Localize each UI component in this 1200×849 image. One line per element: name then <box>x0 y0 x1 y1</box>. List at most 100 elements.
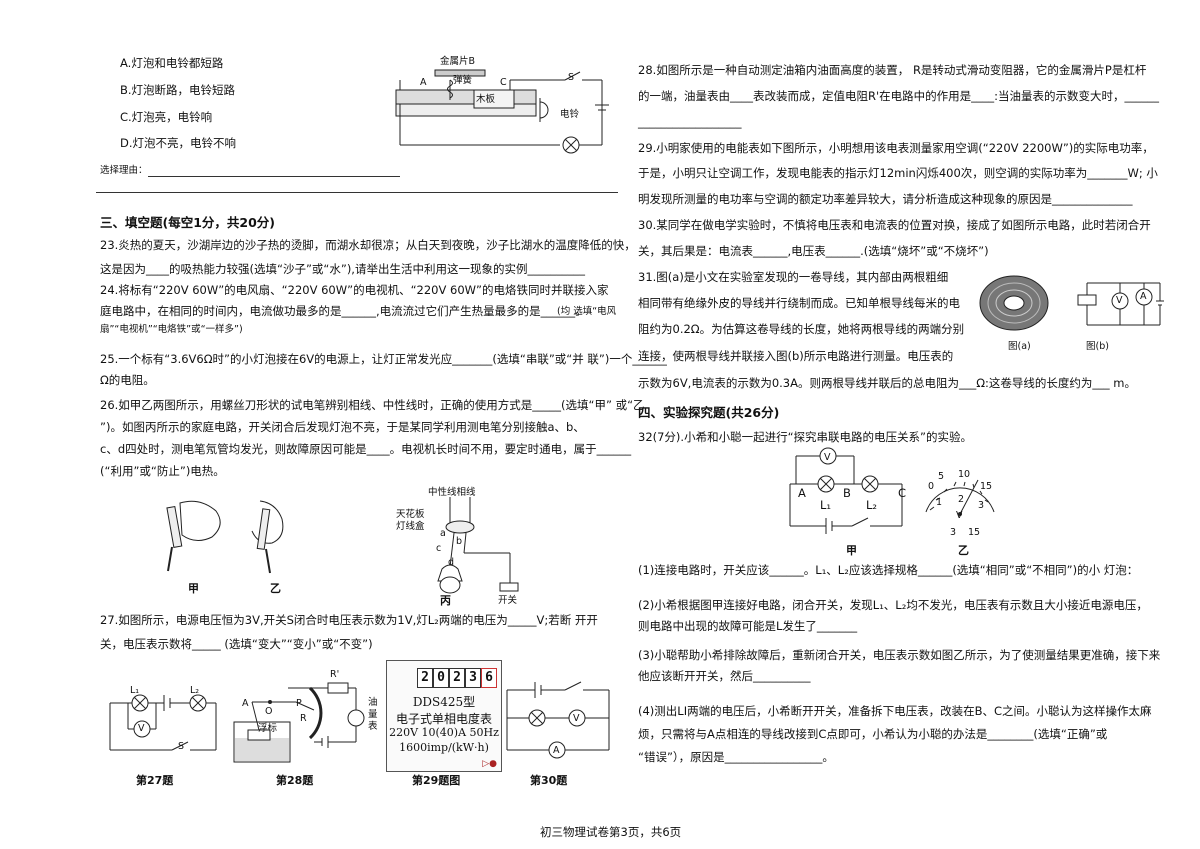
figure-bell-circuit <box>395 69 609 154</box>
q25-line1: 25.一个标有“3.6V6Ω时”的小灯泡接在6V的电源上，让灯正常发光应____… <box>100 352 667 366</box>
meter-constant: 1600imp/(kW·h) <box>399 741 489 754</box>
meter-digit: 0 <box>433 668 449 688</box>
q32-part3-line1: (3)小聪帮助小希排除故障后，重新闭合开关，电压表示数如图乙所示，为了使测量结果… <box>638 648 1161 662</box>
meter-digit: 2 <box>417 668 433 688</box>
meter-model: DDS425型 <box>412 695 476 709</box>
q24-note2: 扇”“电视机”“电烙铁”或“一样多”) <box>100 324 243 335</box>
figure-household-circuit <box>437 497 519 594</box>
q29-line3: 明发现所测量的电功率与空调的额定功率差异较大，请分析造成这种现象的原因是____… <box>638 192 1133 206</box>
fig31-v: V <box>1116 295 1123 306</box>
fig28-p: P <box>296 698 302 709</box>
fig31-caption-a: 图(a) <box>1008 341 1031 352</box>
fig32-point-c: C <box>898 486 907 500</box>
dial-terminal-3: 3 <box>950 527 957 538</box>
caption-q28: 第28题 <box>276 774 314 787</box>
fig28-gauge2: 量 <box>368 709 378 720</box>
q30-line2: 关，其后果是：电流表______,电压表______.(选填“烧坏”或“不烧坏”… <box>638 244 989 258</box>
label-a: A <box>420 77 427 88</box>
fig32-v: V <box>824 452 831 463</box>
figure-q31-circuit <box>1077 282 1164 326</box>
label-yi: 乙 <box>270 582 281 595</box>
label-c-point: c <box>436 543 442 554</box>
label-board: 木板 <box>476 94 496 105</box>
label-s: S <box>568 72 575 83</box>
q24-line2: 庭电路中，在相同的时间内，电流做功最多的是______,电流流过它们产生热量最多… <box>100 304 587 318</box>
q26-line1: 26.如甲乙两图所示，用螺丝刀形状的试电笔辨别相线、中性线时，正确的使用方式是_… <box>100 398 645 412</box>
q32-part1: (1)连接电路时，开关应该______。L₁、L₂应该选择规格______(选填… <box>638 563 1139 577</box>
label-c: C <box>500 77 507 88</box>
q23-line2: 这是因为____的吸热能力较强(选填“沙子”或“水”),请举出生活中利用这一现象… <box>100 262 585 276</box>
fig27-l2: L₂ <box>190 685 200 696</box>
figure-q32-series-circuit <box>789 447 903 534</box>
fig32-point-b: B <box>843 486 851 500</box>
fig28-float: 浮标 <box>258 723 278 734</box>
meter-digit: 3 <box>465 668 481 688</box>
fig32-point-a: A <box>798 486 806 500</box>
fig32-caption-yi: 乙 <box>958 544 969 557</box>
q30-line1: 30.某同学在做电学实验时，不慎将电压表和电流表的位置对换，接成了如图所示电路，… <box>638 218 1151 232</box>
option-a: A.灯泡和电铃都短路 <box>120 56 224 70</box>
q26-line3: c、d四处时，测电笔氖管均发光，则故障原因可能是____。电视机长时间不用，要定… <box>100 442 632 456</box>
dial-tick-5: 5 <box>938 471 945 482</box>
label-d-point: d <box>448 557 455 568</box>
figure-q27-circuit <box>109 694 217 751</box>
q24-note1: (均 选填“电风 <box>557 306 617 317</box>
q23-line1: 23.炎热的夏天，沙湖岸边的沙子热的烫脚，而湖水却很凉；从白天到夜晚，沙子比湖水… <box>100 238 636 252</box>
fig28-gauge1: 油 <box>368 697 378 708</box>
label-bing: 丙 <box>440 594 451 607</box>
dial-tick-3: 3 <box>978 500 985 511</box>
fig28-rp: R' <box>330 669 340 680</box>
option-b: B.灯泡断路，电铃短路 <box>120 83 236 97</box>
fig28-gauge3: 表 <box>368 721 378 732</box>
meter-indicator-icon: ▷● <box>482 759 497 769</box>
q28-line1: 28.如图所示是一种自动测定油箱内油面高度的装置， R是转动式滑动变阻器，它的金… <box>638 63 1147 77</box>
label-a-point: a <box>440 528 446 539</box>
label-metal: 金属片B <box>440 56 476 67</box>
q32-part2-line2: 则电路中出现的故障可能是L发生了_______ <box>638 619 858 633</box>
fig30-a: A <box>553 745 560 756</box>
meter-rating: 220V 10(40)A 50Hz <box>389 726 499 739</box>
dial-tick-15: 15 <box>980 481 993 492</box>
caption-q27: 第27题 <box>136 774 174 787</box>
fig30-v: V <box>573 713 580 724</box>
q32-part3-line2: 他应该断开开关，然后__________ <box>638 669 811 683</box>
q31-line1: 31.图(a)是小文在实验室发现的一卷导线，其内部由两根粗细 <box>638 270 949 284</box>
dial-unit-v: V <box>956 510 963 521</box>
figure-q28-oil-gauge <box>233 682 365 763</box>
label-ceiling2: 灯线盒 <box>396 521 425 532</box>
figure-q32-voltmeter-dial <box>925 479 995 516</box>
q32-part4-line1: (4)测出LI两端的电压后，小希断开开关，准备拆下电压表，改装在B、C之间。小聪… <box>638 704 1152 718</box>
q28-line3: __________________ <box>638 115 742 129</box>
dial-tick-10: 10 <box>958 469 971 480</box>
meter-digits: 2 0 2 3 6 <box>417 668 497 688</box>
q27-line1: 27.如图所示，电源电压恒为3V,开关S闭合时电压表示数为1V,灯L₂两端的电压… <box>100 613 598 627</box>
label-jia: 甲 <box>188 582 199 595</box>
q27-line2: 关，电压表示数将_____ (选填“变大”“变小”或“不变”) <box>100 637 373 651</box>
figure-q29-energy-meter: 2 0 2 3 6 DDS425型 电子式单相电度表 220V 10(40)A … <box>386 660 502 772</box>
fig32-caption-jia: 甲 <box>846 544 857 557</box>
meter-digit: 6 <box>481 668 497 688</box>
fig27-v: V <box>138 723 145 734</box>
caption-q29: 第29题图 <box>412 774 461 787</box>
figure-q30-circuit <box>506 681 610 759</box>
fig32-l1: L₁ <box>820 498 832 512</box>
page-footer: 初三物理试卷第3页，共6页 <box>540 825 682 839</box>
label-spring: 弹簧 <box>453 75 473 86</box>
label-ceiling1: 天花板 <box>396 509 425 520</box>
caption-q30: 第30题 <box>530 774 568 787</box>
dial-terminal-15: 15 <box>968 527 981 538</box>
fig31-caption-b: 图(b) <box>1086 341 1109 352</box>
dial-tick-2: 2 <box>958 494 965 505</box>
dial-tick-1: 1 <box>936 497 943 508</box>
reason-blank <box>148 176 400 177</box>
section-divider <box>96 192 618 193</box>
option-c: C.灯泡亮，电铃响 <box>120 110 213 124</box>
q29-line2: 于是，小明只让空调工作，发现电能表的指示灯12min闪烁400次，则空调的实际功… <box>638 166 1158 180</box>
q32-part2-line1: (2)小希根据图甲连接好电路，闭合开关，发现L₁、L₂均不发光，电压表有示数且大… <box>638 598 1148 612</box>
fig28-r: R <box>300 713 307 724</box>
label-bell: 电铃 <box>560 109 580 120</box>
label-switch: 开关 <box>498 595 518 606</box>
fig31-a: A <box>1140 291 1147 302</box>
fig27-s: S <box>178 741 185 752</box>
